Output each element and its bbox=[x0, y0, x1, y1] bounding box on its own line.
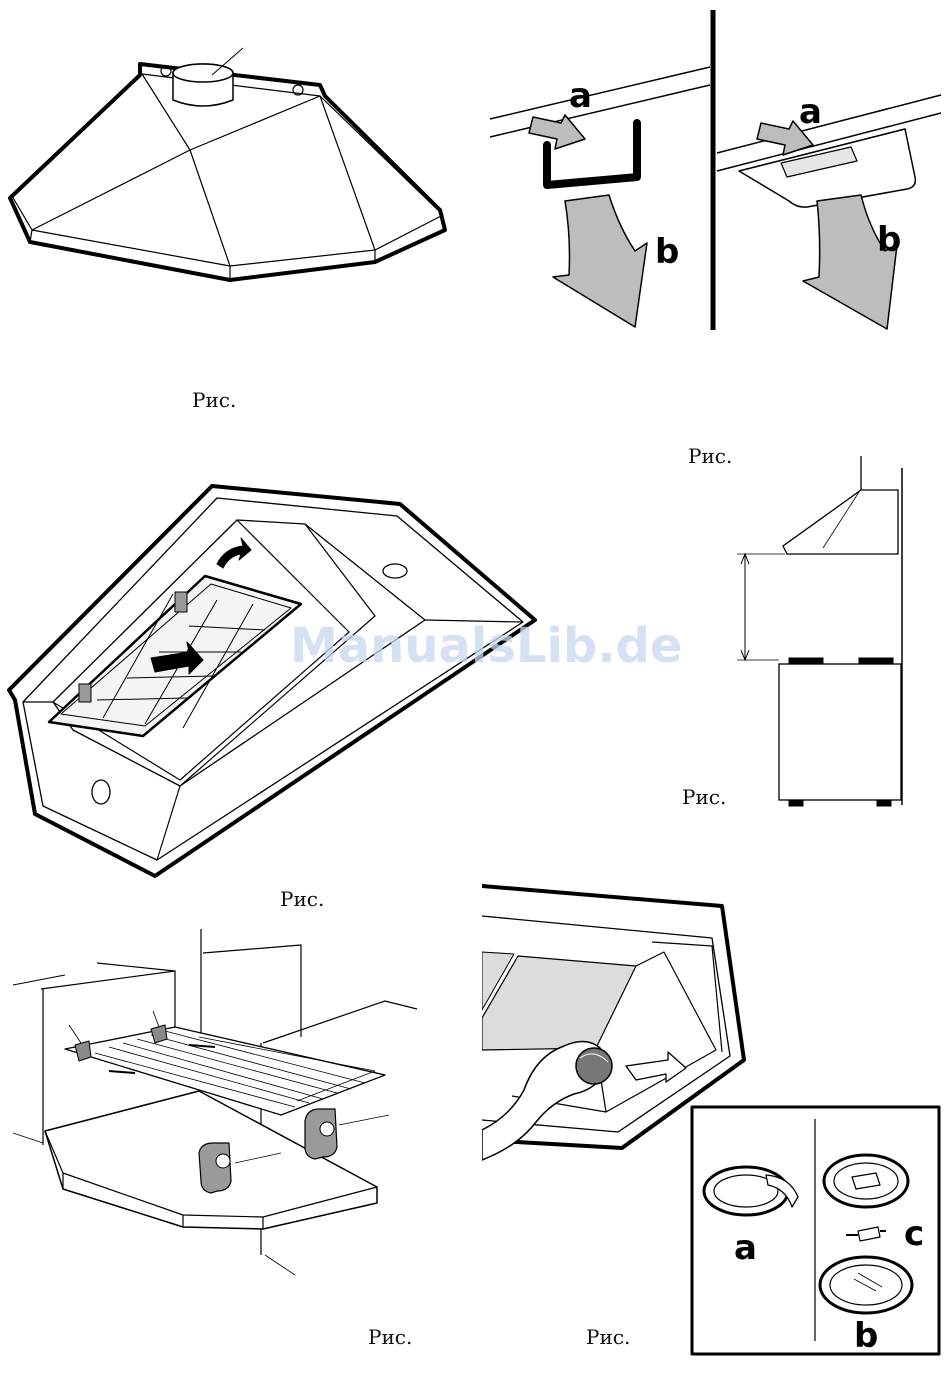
lamp-steps-inset: a b c bbox=[690, 1105, 942, 1357]
label-a-right: a bbox=[799, 92, 822, 132]
caption-fig1: Рис. bbox=[192, 388, 236, 412]
filter-underside-drawing bbox=[5, 480, 545, 880]
caption-fig6: Рис. bbox=[586, 1325, 630, 1349]
inset-label-b: b bbox=[854, 1316, 878, 1356]
hood-perspective-drawing bbox=[0, 30, 460, 290]
hood-perspective-figure bbox=[0, 30, 460, 290]
side-view-drawing bbox=[735, 450, 910, 810]
lamp-steps-drawing: a b c bbox=[690, 1105, 942, 1357]
side-view-figure bbox=[735, 450, 910, 810]
caption-fig3: Рис. bbox=[682, 785, 726, 809]
label-a-left: a bbox=[569, 76, 592, 116]
caption-fig2: Рис. bbox=[688, 444, 732, 468]
mounting-detail-drawing: a b a b bbox=[485, 5, 945, 340]
caption-fig4: Рис. bbox=[280, 887, 324, 911]
label-b-left: b bbox=[655, 232, 679, 272]
filter-underside-figure bbox=[5, 480, 545, 880]
cabinet-mounting-drawing bbox=[5, 925, 425, 1280]
inset-label-a: a bbox=[734, 1228, 757, 1268]
inset-label-c: c bbox=[904, 1214, 924, 1254]
cabinet-mounting-figure bbox=[5, 925, 425, 1280]
mounting-detail-figure: a b a b bbox=[485, 5, 945, 340]
label-b-right: b bbox=[877, 220, 901, 260]
caption-fig5: Рис. bbox=[368, 1325, 412, 1349]
